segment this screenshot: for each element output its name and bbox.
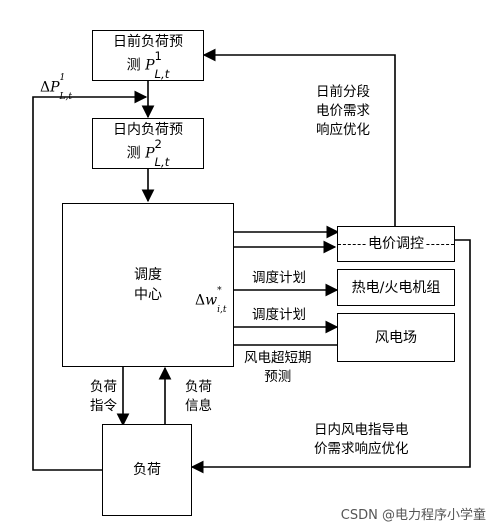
arrow-load-to-intraday [32, 90, 148, 471]
dispatch-center-line1: 调度 [134, 267, 162, 283]
P-var: P [145, 145, 155, 162]
sub-Lt: L,t [154, 67, 170, 82]
thermal-units-label: 热电/火电机组 [351, 279, 441, 296]
load-box: 负荷 [102, 424, 192, 516]
wind-forecast-label: 风电超短期 预测 [244, 350, 312, 385]
dispatch-plan-label-2: 调度计划 [252, 307, 306, 323]
load-command-label: 负荷 指令 [90, 379, 117, 414]
price-control-box: 电价调控 [337, 226, 455, 262]
sup-2: 2 [154, 136, 162, 151]
load-info-label: 负荷 信息 [185, 379, 212, 414]
day-ahead-dr-label: 日前分段 电价需求 响应优化 [316, 84, 370, 138]
delta-w-label: Δw*i,t [195, 286, 227, 315]
load-label: 负荷 [133, 462, 161, 478]
day-ahead-forecast-line1: 日前负荷预 [113, 33, 183, 50]
intraday-forecast-line1: 日内负荷预 [113, 121, 183, 138]
dispatch-center-line2: 中心 [134, 287, 162, 303]
sup-1: 1 [154, 48, 162, 63]
watermark: CSDN @电力程序小学童 [340, 508, 486, 523]
intraday-dr-label: 日内风电指导电 价需求响应优化 [314, 422, 409, 457]
dispatch-plan-label-1: 调度计划 [252, 270, 306, 286]
P-var: P [145, 57, 155, 74]
sub-Lt: L,t [154, 155, 170, 170]
price-control-label: 电价调控 [366, 234, 426, 254]
wind-farm-label: 风电场 [375, 329, 417, 346]
dispatch-center-box: 调度 中心 [62, 203, 234, 367]
wind-farm-box: 风电场 [337, 313, 455, 362]
arrow-price-to-load [190, 239, 471, 474]
arrow-price-to-dayahead [202, 48, 396, 226]
thermal-units-box: 热电/火电机组 [337, 269, 455, 306]
